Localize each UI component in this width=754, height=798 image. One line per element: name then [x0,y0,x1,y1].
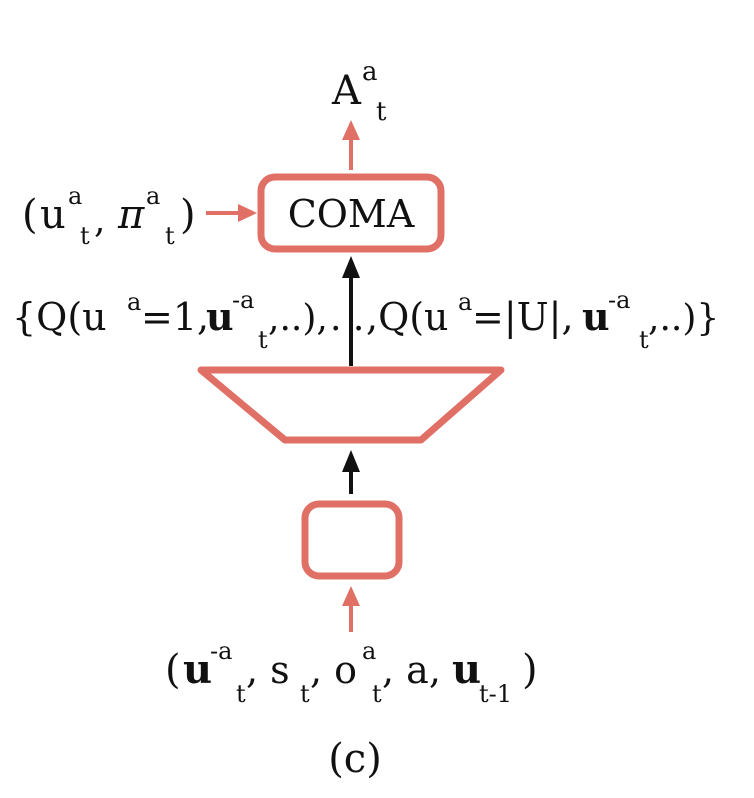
advantage-sub: t [376,97,387,127]
policy-u-sub: t [80,222,90,250]
q-left-sub-t: t [258,326,268,354]
q-values-label: {Q(u a =1, u -a t ,..), . . ,Q(u a =|U|,… [12,286,719,354]
state-a: , a, [382,648,441,692]
policy-pi: π [117,192,145,238]
output-arrow [342,120,360,170]
q-left-neg-sup: -a [232,286,254,314]
state-u-sup: -a [210,637,232,665]
q-right-bold-u: u [582,294,610,339]
q-mid-dots: . . [330,298,364,339]
state-arrow [342,586,360,632]
coma-box-label: COMA [288,192,415,236]
state-o: , o [310,648,357,692]
advantage-sup: a [362,57,378,87]
policy-arrow [206,204,257,222]
policy-u-sup: a [68,182,82,210]
state-close-paren: ) [522,647,538,693]
q-right-sup: a [458,288,472,316]
q-left-open: {Q(u [12,295,107,339]
q-right-eq: =|U|, [472,295,574,339]
q-right-sub-t: t [639,326,649,354]
state-u-sub: t [236,680,246,708]
state-open-paren: ( [165,647,181,693]
hidden-arrow [342,450,360,494]
q-right-close: ,..)} [648,298,719,339]
q-left-close: ,..), [268,298,328,339]
q-values-arrow [342,256,360,366]
q-right-neg-sup: -a [608,286,630,314]
q-right-open: ,Q(u [366,295,449,339]
policy-pi-sub: t [165,222,175,250]
policy-comma: , [94,200,105,241]
q-left-bold-u: u [206,294,234,339]
policy-close-paren: ) [180,192,196,238]
policy-open-paren: ( [22,192,38,238]
policy-u: u [40,192,66,238]
state-o-sup: a [362,637,376,665]
advantage-base: A [331,68,362,114]
q-left-eq: =1, [141,295,209,339]
state-o-sub: t [372,680,382,708]
q-left-sup: a [127,288,141,316]
state-u2-sub: t-1 [479,680,512,708]
state-s: , s [246,648,290,692]
critic-trapezoid [197,366,505,444]
figure-caption: (c) [328,736,382,782]
input-encoder-box [301,500,403,580]
coma-box: COMA [257,173,445,253]
output-advantage-label: A a t [331,57,387,127]
state-s-sub: t [300,680,310,708]
state-u-bold: u [183,646,212,693]
policy-pi-sup: a [146,182,160,210]
policy-input-label: ( u a t , π a t ) [22,182,196,250]
state-u2-bold: u [452,646,481,693]
state-input-label: ( u -a t , s t , o a t , a, u t-1 ) [165,637,538,708]
